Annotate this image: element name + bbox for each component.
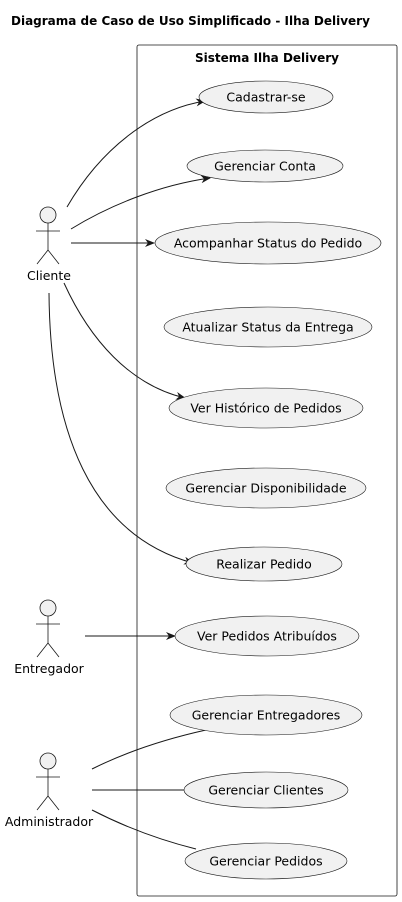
actor-label: Cliente: [27, 268, 71, 283]
diagram-title: Diagrama de Caso de Uso Simplificado - I…: [11, 14, 370, 28]
use-case-realizar-pedido[interactable]: Realizar Pedido: [185, 546, 343, 582]
actor-entregador[interactable]: Entregador: [14, 599, 85, 676]
use-case-label: Ver Histórico de Pedidos: [190, 401, 341, 416]
stick-figure-icon: [36, 599, 60, 658]
actor-label: Entregador: [14, 661, 84, 676]
use-case-label: Gerenciar Entregadores: [192, 708, 341, 723]
use-case-cadastrar[interactable]: Cadastrar-se: [198, 80, 334, 114]
use-case-atualizar-status[interactable]: Atualizar Status da Entrega: [163, 306, 373, 348]
use-case-label: Cadastrar-se: [226, 90, 306, 105]
use-case-label: Atualizar Status da Entrega: [182, 320, 353, 335]
use-case-acompanhar-status[interactable]: Acompanhar Status do Pedido: [154, 221, 382, 265]
use-case-gerenciar-clientes[interactable]: Gerenciar Clientes: [183, 771, 349, 809]
link-cliente-gerenciar-conta: [70, 175, 211, 230]
use-case-gerenciar-pedidos[interactable]: Gerenciar Pedidos: [184, 842, 348, 880]
use-case-ver-pedidos-atribuidos[interactable]: Ver Pedidos Atribuídos: [174, 615, 360, 657]
link-cliente-cadastrar: [66, 98, 206, 208]
system-boundary: [136, 44, 398, 897]
stick-figure-icon: [36, 752, 60, 811]
relationships: [48, 98, 211, 850]
link-cliente-realizar-pedido: [48, 292, 194, 565]
use-case-label: Gerenciar Pedidos: [209, 854, 322, 869]
use-case-gerenciar-entregadores[interactable]: Gerenciar Entregadores: [169, 694, 363, 736]
use-case-gerenciar-conta[interactable]: Gerenciar Conta: [186, 149, 344, 183]
use-case-label: Gerenciar Clientes: [208, 783, 323, 798]
use-case-label: Gerenciar Disponibilidade: [185, 481, 346, 496]
use-case-gerenciar-disponibilidade[interactable]: Gerenciar Disponibilidade: [165, 467, 367, 509]
actor-cliente[interactable]: Cliente: [27, 206, 71, 283]
use-case-label: Gerenciar Conta: [214, 159, 316, 174]
actor-administrador[interactable]: Administrador: [5, 752, 94, 829]
use-case-ver-historico[interactable]: Ver Histórico de Pedidos: [168, 387, 364, 429]
system-boundary-title: Sistema Ilha Delivery: [195, 51, 339, 65]
use-case-label: Realizar Pedido: [216, 557, 312, 572]
actor-label: Administrador: [5, 814, 94, 829]
use-case-label: Ver Pedidos Atribuídos: [197, 629, 337, 644]
use-case-label: Acompanhar Status do Pedido: [174, 236, 362, 251]
stick-figure-icon: [36, 206, 60, 265]
link-admin-gerenciar-entregadores: [91, 729, 207, 770]
link-cliente-ver-historico: [63, 282, 186, 400]
link-admin-gerenciar-pedidos: [91, 809, 197, 850]
